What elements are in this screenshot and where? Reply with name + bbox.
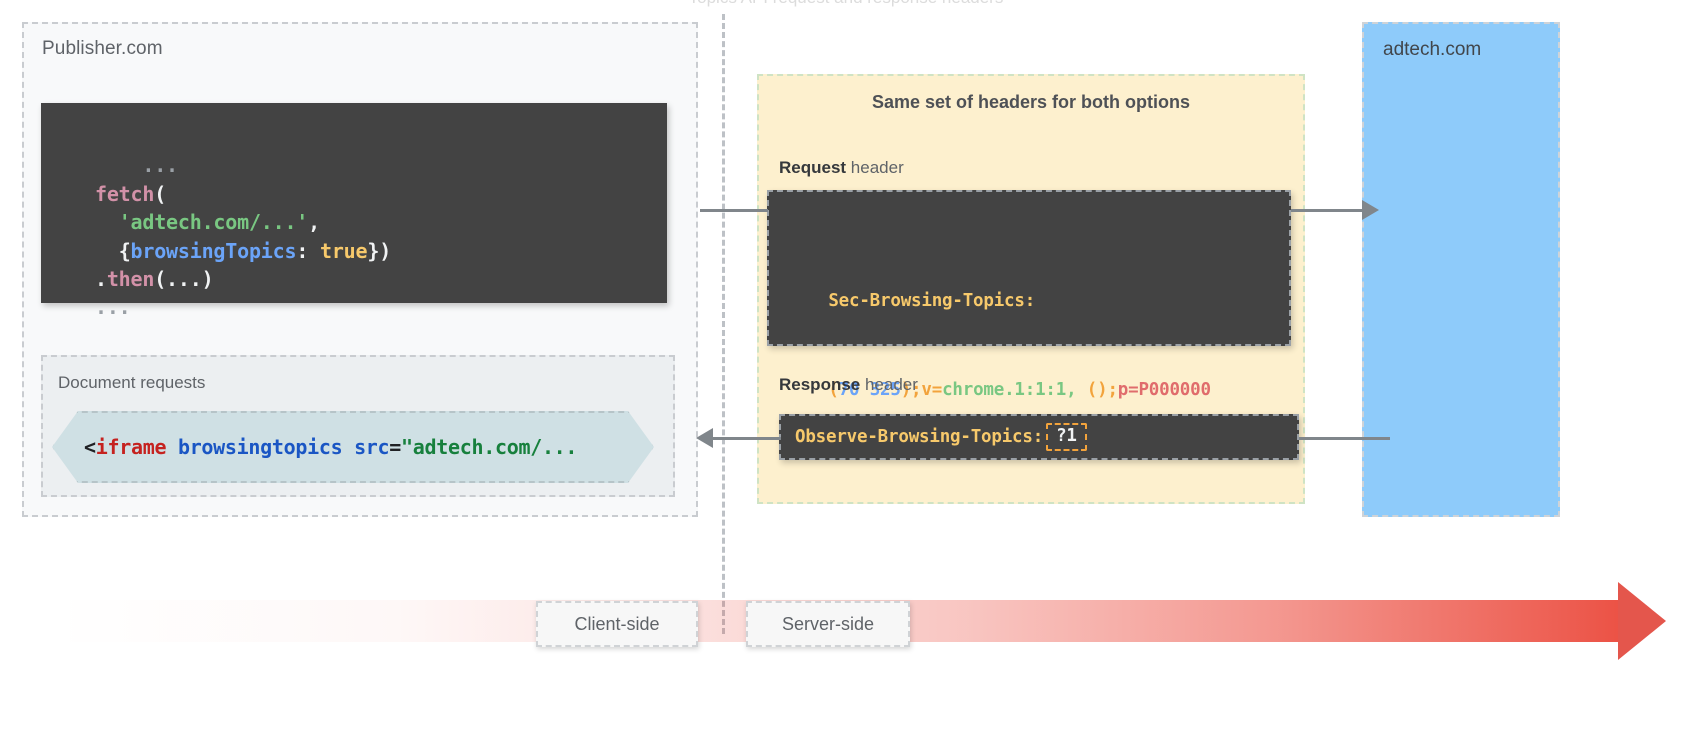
code-token: ()	[1086, 379, 1108, 400]
flow-arrow-head-icon	[1618, 582, 1666, 660]
iframe-code-chip: <iframe browsingtopics src="adtech.com/.…	[52, 411, 654, 483]
code-token: "adtech.com/...	[401, 435, 578, 459]
request-header-label-bold: Request	[779, 158, 847, 177]
code-token: browsingTopics	[130, 238, 297, 263]
headers-panel-title: Same set of headers for both options	[871, 92, 1191, 112]
iframe-code-text: <iframe browsingtopics src="adtech.com/.…	[84, 435, 577, 459]
code-token: =	[389, 435, 402, 459]
client-side-chip: Client-side	[536, 601, 698, 647]
sec-browsing-topics-name: Sec-Browsing-Topics:	[828, 290, 1036, 311]
request-header-code-block: Sec-Browsing-Topics: (70 325);v=chrome.1…	[767, 190, 1291, 400]
code-token: 70 325	[838, 379, 901, 400]
code-token: )	[900, 379, 912, 400]
diagram-title: Topics API request and response headers	[0, 0, 1692, 8]
code-token: <	[84, 435, 96, 459]
code-token: true	[320, 238, 368, 263]
code-token: v=	[921, 379, 943, 400]
code-token: ;	[911, 379, 922, 400]
code-token: chrome.1:1:1,	[942, 379, 1077, 400]
code-token	[166, 435, 178, 459]
code-token: iframe	[95, 435, 167, 459]
code-token: ...	[95, 295, 131, 320]
adtech-label: adtech.com	[1383, 39, 1482, 60]
code-token: .	[95, 266, 107, 291]
response-header-label: Response header	[779, 375, 918, 395]
observe-browsing-topics-name: Observe-Browsing-Topics:	[795, 427, 1044, 447]
response-arrow-head-icon	[696, 428, 713, 448]
code-token: :	[296, 238, 320, 263]
response-header-code-block: Observe-Browsing-Topics:?1	[779, 414, 1299, 460]
code-token: ...	[142, 153, 178, 178]
code-token: p=P000000	[1117, 379, 1211, 400]
code-token: browsingtopics src	[177, 435, 390, 459]
observe-browsing-topics-value: ?1	[1046, 423, 1087, 451]
server-side-chip: Server-side	[746, 601, 910, 647]
publisher-label: Publisher.com	[42, 38, 163, 59]
request-header-label: Request header	[779, 158, 904, 178]
response-arrow-left-segment	[713, 437, 781, 440]
response-header-label-rest: header	[860, 375, 918, 394]
document-requests-label: Document requests	[58, 373, 206, 392]
client-server-divider	[722, 14, 725, 634]
response-arrow-right-segment	[1299, 437, 1390, 440]
code-token: (...)	[154, 266, 214, 291]
code-token: {	[118, 238, 131, 263]
code-token: fetch	[95, 181, 155, 206]
code-token: ,	[308, 210, 320, 235]
request-arrow-right-segment	[1291, 209, 1370, 212]
code-token: 'adtech.com/...'	[118, 210, 309, 235]
code-token: ;	[1107, 379, 1118, 400]
request-arrow-head-icon	[1362, 200, 1379, 220]
response-header-label-bold: Response	[779, 375, 861, 394]
request-arrow-left-segment	[700, 209, 768, 212]
code-token: (	[154, 181, 167, 206]
code-token: then	[106, 266, 155, 291]
fetch-code-block: ... fetch( 'adtech.com/...', {browsingTop…	[41, 103, 667, 319]
code-token: })	[367, 238, 392, 263]
request-header-label-rest: header	[846, 158, 904, 177]
code-token	[1076, 380, 1086, 400]
sec-browsing-topics-value: (70 325);v=chrome.1:1:1, ();p=P000000	[828, 379, 1211, 400]
adtech-panel	[1362, 22, 1560, 517]
fetch-code-text: ... fetch( 'adtech.com/...', {browsingTop…	[95, 153, 391, 319]
code-token: (	[828, 379, 839, 400]
